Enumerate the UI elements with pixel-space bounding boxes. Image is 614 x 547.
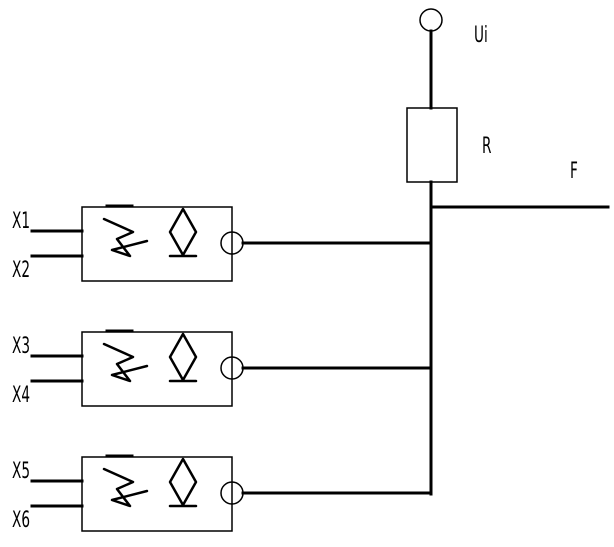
input-label-b: X2 [12,258,30,283]
open-collector-icon [168,457,198,508]
flag-icon [102,217,149,258]
resistor-label: R [482,134,492,159]
supply-terminal [419,8,443,32]
input-label-a: X3 [12,334,30,359]
open-collector-gate-2: X3 X4 [12,329,433,408]
open-collector-icon [168,207,198,258]
input-label-a: X5 [12,459,30,484]
open-collector-gate-3: X5 X6 [12,454,433,533]
resistor-r [406,107,458,183]
gate-body [81,331,233,407]
input-label-a: X1 [12,209,30,234]
input-label-b: X4 [12,383,30,408]
output-label: F [570,159,578,184]
gate-body [81,456,233,532]
gate-body [81,206,233,282]
open-collector-gate-1: X1 X2 [12,204,433,283]
flag-icon [102,467,149,508]
input-label-b: X6 [12,508,30,533]
flag-icon [102,342,149,383]
open-collector-icon [168,332,198,383]
supply-label: Ui [474,23,488,48]
